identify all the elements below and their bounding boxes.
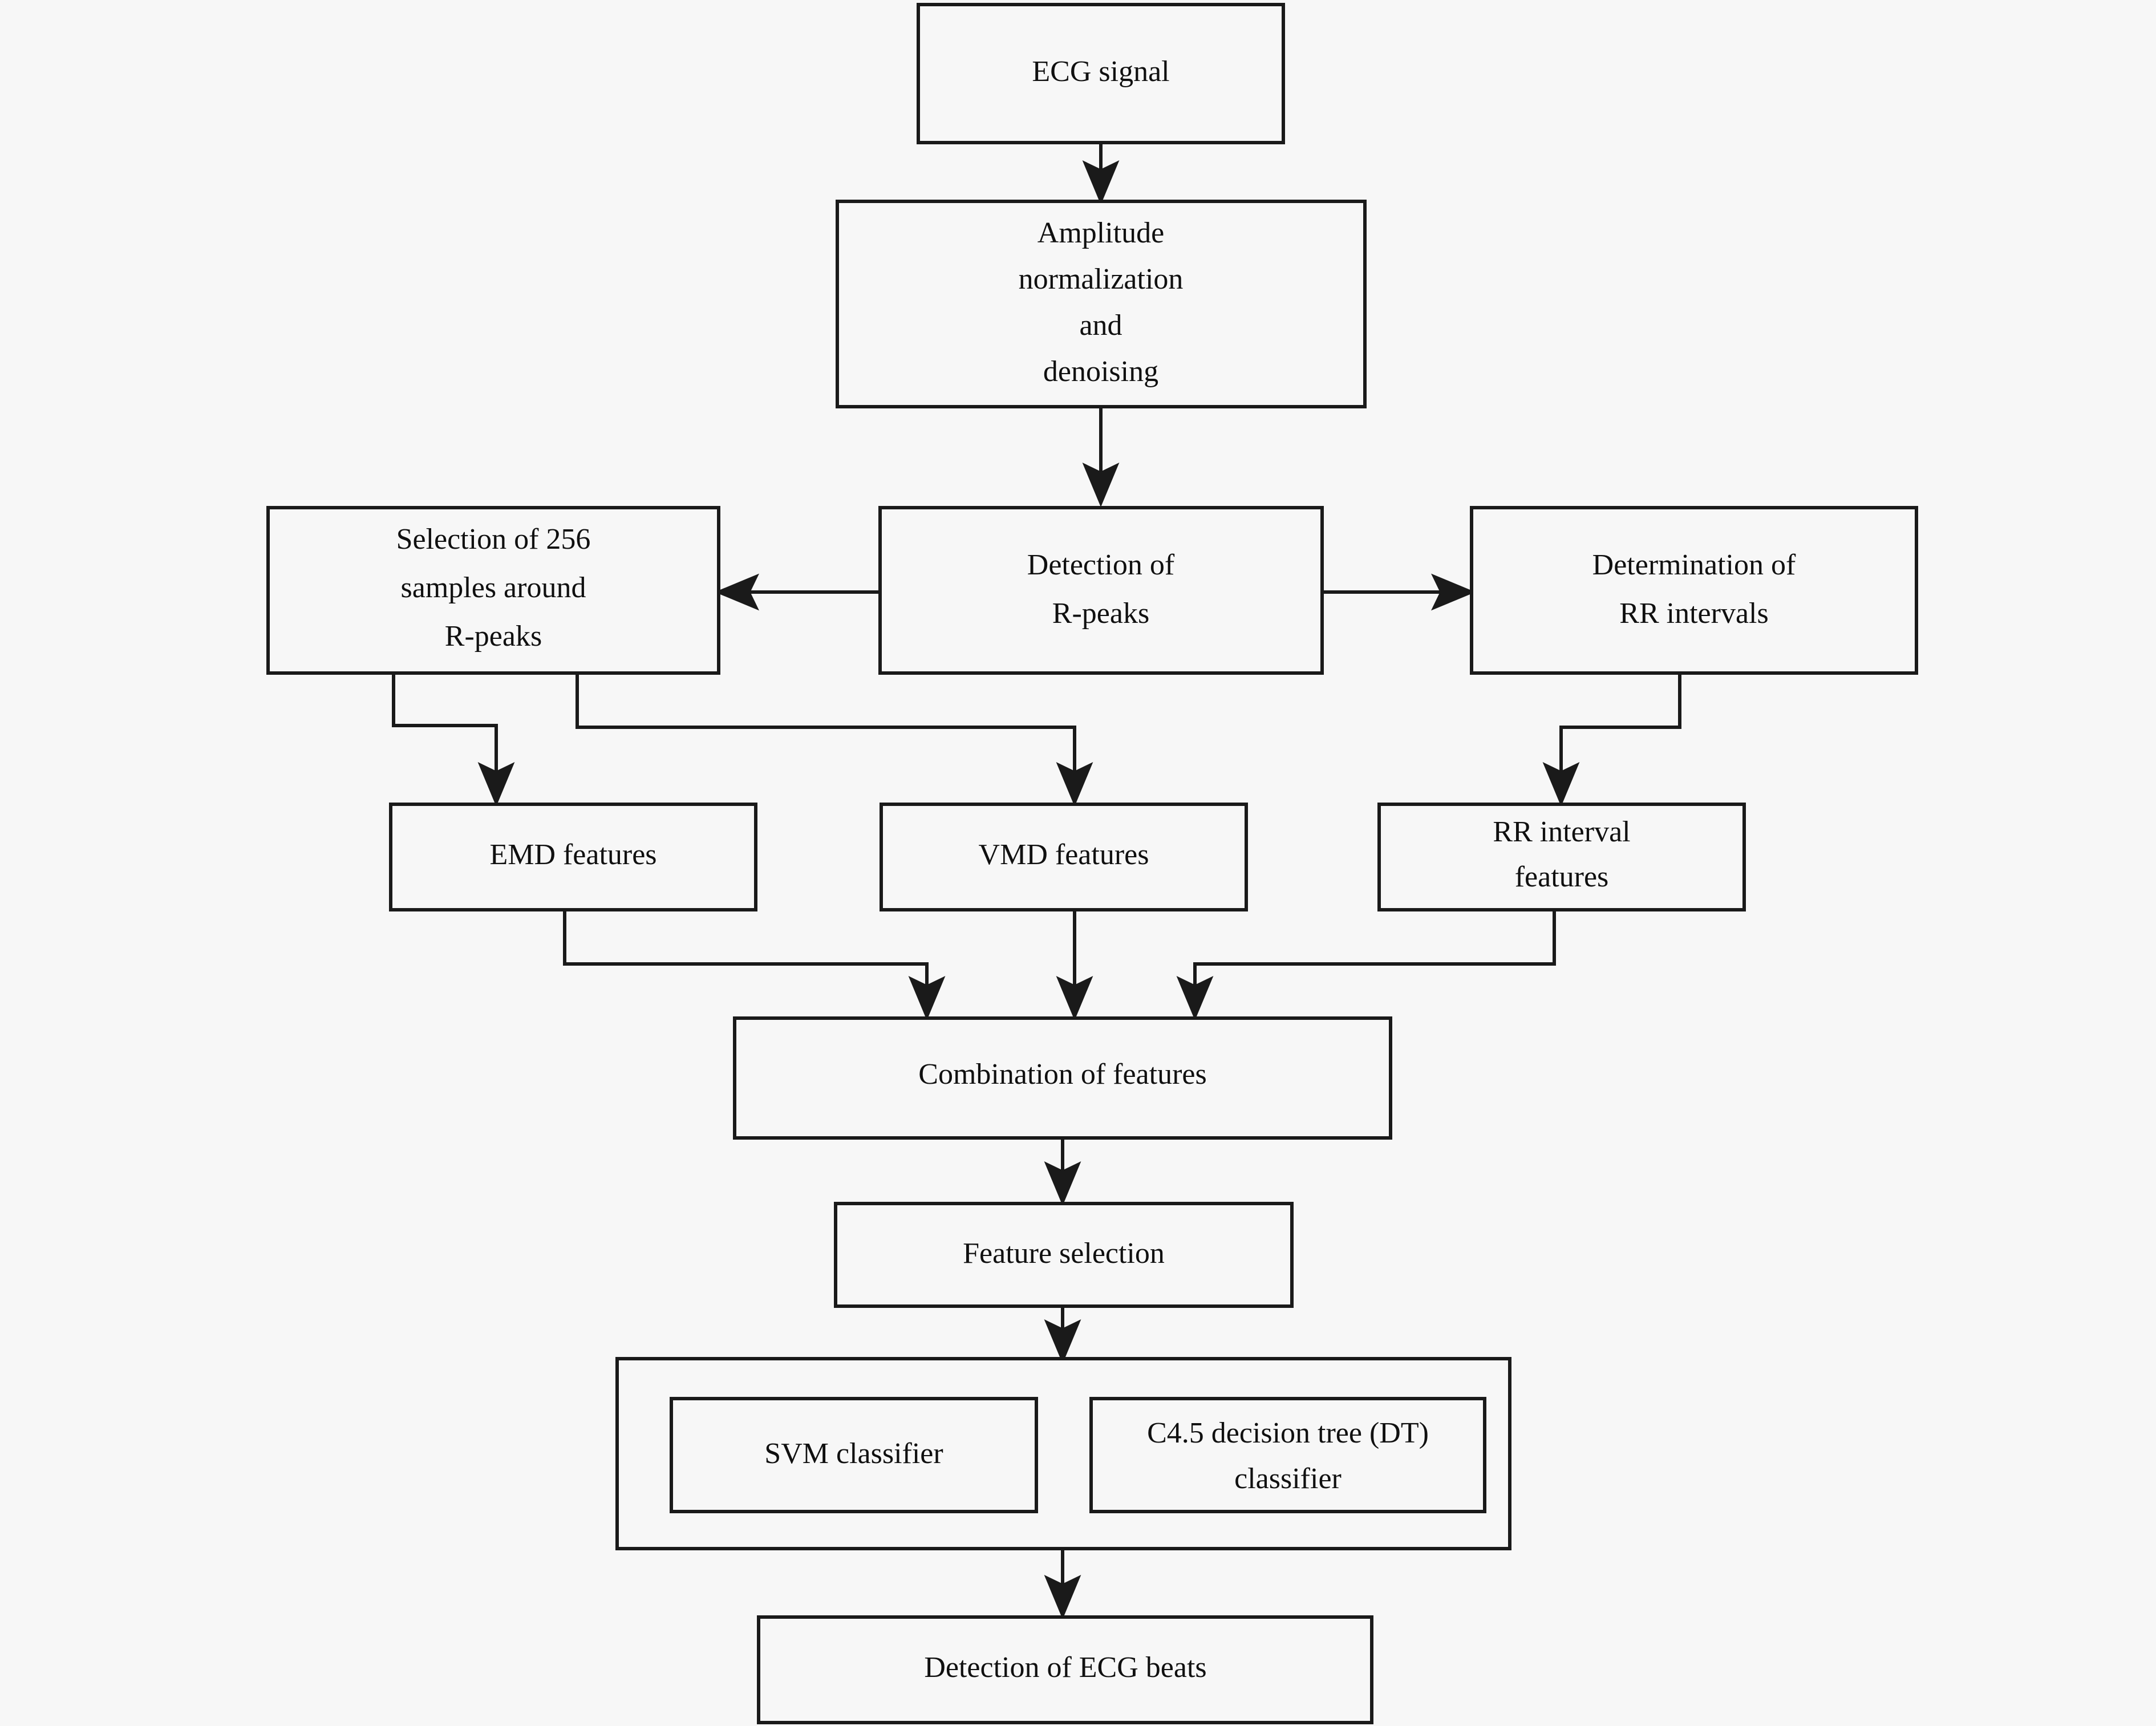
node-classifier-group[interactable]: SVM classifier C4.5 decision tree (DT) c…	[615, 1357, 1511, 1550]
node-ecg-signal[interactable]: ECG signal	[917, 3, 1285, 144]
node-dt-classifier-label-line1: C4.5 decision tree (DT)	[1147, 1417, 1429, 1449]
node-detection-ecg-beats-box	[757, 1615, 1373, 1724]
node-determination-rr-intervals-box	[1470, 506, 1918, 675]
node-combination-of-features[interactable]: Combination of features	[733, 1016, 1392, 1140]
node-determination-rr-intervals-label-line1: Determination of	[1592, 549, 1796, 581]
node-svm-classifier-box	[670, 1397, 1038, 1513]
node-emd-features-label: EMD features	[489, 838, 656, 871]
node-detection-ecg-beats-label: Detection of ECG beats	[924, 1651, 1206, 1684]
node-rr-interval-features-label-line2: features	[1515, 861, 1609, 893]
node-dt-classifier-box	[1089, 1397, 1486, 1513]
node-amplitude-normalization-box	[836, 200, 1367, 408]
node-selection-256-samples-box	[266, 506, 720, 675]
node-rr-interval-features-box	[1377, 803, 1746, 911]
node-rr-interval-features-label-line1: RR interval	[1493, 816, 1630, 848]
node-feature-selection[interactable]: Feature selection	[834, 1202, 1294, 1308]
node-amplitude-normalization-label-line1: Amplitude	[1038, 217, 1164, 249]
node-detection-r-peaks-label-line1: Detection of	[1027, 549, 1175, 581]
edge-emd-to-combination	[563, 910, 946, 1020]
node-feature-selection-label: Feature selection	[963, 1237, 1165, 1270]
node-svm-classifier[interactable]: SVM classifier	[670, 1397, 1038, 1513]
node-dt-classifier-label-line2: classifier	[1234, 1462, 1342, 1495]
node-detection-r-peaks-box	[878, 506, 1324, 675]
node-selection-256-samples-label-line1: Selection of 256	[396, 523, 591, 556]
node-vmd-features-label: VMD features	[979, 838, 1149, 871]
node-emd-features[interactable]: EMD features	[389, 803, 757, 911]
node-amplitude-normalization-label-line3: and	[1079, 309, 1122, 342]
edge-determination-to-rrfeatures	[1542, 673, 1681, 807]
node-svm-classifier-label: SVM classifier	[764, 1437, 943, 1470]
node-amplitude-normalization[interactable]: Amplitude normalization and denoising	[836, 200, 1367, 408]
node-selection-256-samples[interactable]: Selection of 256 samples around R-peaks	[266, 506, 720, 675]
node-dt-classifier[interactable]: C4.5 decision tree (DT) classifier	[1089, 1397, 1486, 1513]
node-emd-features-box	[389, 803, 757, 911]
connector-layer	[392, 143, 1681, 1619]
node-combination-of-features-box	[733, 1016, 1392, 1140]
node-amplitude-normalization-label-line2: normalization	[1019, 263, 1184, 295]
node-detection-r-peaks[interactable]: Detection of R-peaks	[878, 506, 1324, 675]
node-determination-rr-intervals[interactable]: Determination of RR intervals	[1470, 506, 1918, 675]
node-vmd-features-box	[880, 803, 1248, 911]
node-vmd-features[interactable]: VMD features	[880, 803, 1248, 911]
edge-selection-to-emd	[392, 673, 515, 807]
node-selection-256-samples-label-line2: samples around	[401, 572, 586, 604]
node-detection-r-peaks-label-line2: R-peaks	[1052, 597, 1149, 630]
edge-rrfeatures-to-combination	[1176, 910, 1556, 1020]
node-ecg-signal-box	[917, 3, 1285, 144]
node-rr-interval-features[interactable]: RR interval features	[1377, 803, 1746, 911]
node-feature-selection-box	[834, 1202, 1294, 1308]
node-determination-rr-intervals-label-line2: RR intervals	[1619, 597, 1768, 630]
node-combination-of-features-label: Combination of features	[918, 1058, 1206, 1091]
node-selection-256-samples-label-line3: R-peaks	[445, 620, 542, 653]
node-detection-ecg-beats[interactable]: Detection of ECG beats	[757, 1615, 1373, 1724]
edge-selection-to-vmd	[576, 673, 1093, 807]
node-amplitude-normalization-label-line4: denoising	[1043, 355, 1158, 388]
node-ecg-signal-label: ECG signal	[1032, 55, 1169, 88]
